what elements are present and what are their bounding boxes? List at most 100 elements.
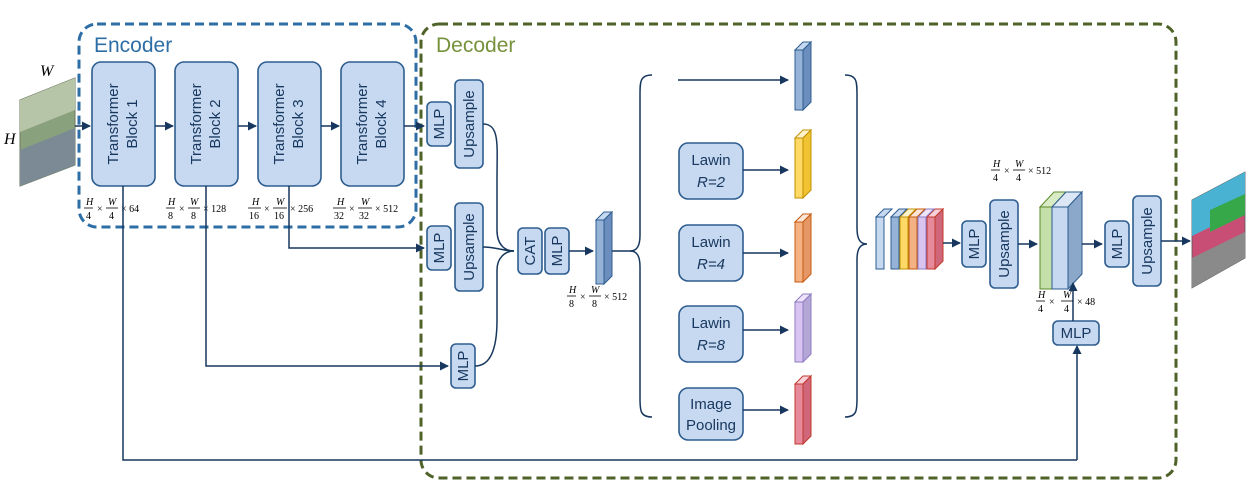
svg-text:8: 8 [168, 211, 173, 222]
transformer-block-2-line1: Transformer [188, 83, 205, 164]
transformer-block-1: Transformer Block 1 [91, 61, 156, 187]
lawin-r8-box: Lawin R=8 [678, 305, 744, 363]
svg-text:4: 4 [1064, 304, 1069, 315]
svg-text:4: 4 [109, 211, 114, 222]
svg-text:MLP: MLP [966, 229, 983, 260]
transformer-block-3: Transformer Block 3 [257, 61, 322, 187]
encoder-title: Encoder [94, 34, 172, 57]
svg-text:W: W [1063, 290, 1073, 301]
svg-text:H: H [85, 197, 94, 208]
svg-text:× 512: × 512 [375, 204, 398, 215]
mlp-box-stage3: MLP [426, 225, 452, 271]
svg-text:MLP: MLP [1109, 229, 1126, 260]
image-pooling-box: Image Pooling [678, 387, 744, 441]
merge-curve-upper [482, 123, 515, 252]
svg-text:H: H [167, 197, 176, 208]
mlp-box-lowlevel: MLP [1052, 320, 1100, 346]
transformer-block-4-line2: Block 4 [373, 99, 390, 148]
svg-text:16: 16 [274, 211, 284, 222]
svg-text:8: 8 [191, 211, 196, 222]
svg-text:×: × [1049, 297, 1055, 308]
svg-text:Upsample: Upsample [996, 210, 1013, 278]
svg-text:H: H [336, 197, 345, 208]
svg-text:W: W [190, 197, 200, 208]
upsample-box-fuse: Upsample [989, 199, 1019, 289]
svg-text:×: × [1004, 166, 1010, 177]
decoder-title: Decoder [436, 34, 515, 57]
svg-text:4: 4 [993, 173, 998, 184]
upsample-box-final: Upsample [1132, 195, 1162, 287]
svg-text:×: × [264, 204, 270, 215]
svg-text:MLP: MLP [549, 236, 566, 267]
svg-text:Lawin: Lawin [691, 315, 730, 332]
svg-text:MLP: MLP [431, 233, 448, 264]
svg-text:32: 32 [334, 211, 344, 222]
upsample-box-stage3: Upsample [454, 202, 484, 292]
svg-text:× 64: × 64 [121, 204, 139, 215]
svg-text:× 512: × 512 [604, 292, 627, 303]
svg-text:32: 32 [359, 211, 369, 222]
transformer-block-1-line1: Transformer [105, 83, 122, 164]
lawin-r2-box: Lawin R=2 [678, 142, 744, 200]
svg-text:CAT: CAT [522, 237, 539, 266]
svg-text:R=4: R=4 [697, 256, 725, 273]
upsample-box-stage4: Upsample [454, 79, 484, 169]
svg-text:W: W [591, 285, 601, 296]
dim-label-block-1: H 4 × W 4 × 64 [84, 197, 139, 222]
svg-text:W: W [276, 197, 286, 208]
svg-text:4: 4 [86, 211, 91, 222]
svg-text:Lawin: Lawin [691, 152, 730, 169]
svg-text:H: H [568, 285, 577, 296]
feature-map-cat [594, 210, 614, 286]
svg-text:× 512: × 512 [1028, 166, 1051, 177]
dim-label-block-3: H 16 × W 16 × 256 [248, 197, 313, 222]
mlp-box-cat: MLP [544, 227, 570, 275]
svg-text:×: × [179, 204, 185, 215]
dim-label-block-4: H 32 × W 32 × 512 [333, 197, 398, 222]
input-width-label: W [40, 63, 55, 80]
transformer-block-1-line2: Block 1 [124, 99, 141, 148]
svg-text:MLP: MLP [1061, 325, 1092, 342]
svg-text:H: H [1037, 290, 1046, 301]
dim-label-lowlevel: H 4 × W 4 × 48 [1036, 290, 1095, 315]
mlp-box-fuse: MLP [961, 220, 987, 268]
svg-text:H: H [251, 197, 260, 208]
dim-label-block-2: H 8 × W 8 × 128 [166, 197, 226, 222]
svg-text:R=2: R=2 [697, 174, 726, 191]
arrow-block2-to-mlp [205, 186, 449, 371]
transformer-block-4-line1: Transformer [354, 83, 371, 164]
transformer-block-2-line2: Block 2 [207, 99, 224, 148]
mlp-box-stage4: MLP [426, 101, 452, 147]
transformer-block-4: Transformer Block 4 [340, 61, 405, 187]
input-height-label: H [3, 131, 17, 148]
input-image [19, 77, 76, 187]
feature-map-lawin-r8 [793, 292, 813, 364]
arrow-block3-to-mlp [288, 186, 425, 253]
svg-text:W: W [1015, 159, 1025, 170]
mlp-box-stage2: MLP [450, 343, 476, 389]
concatenated-feature-stack [874, 207, 945, 271]
transformer-block-3-line2: Block 3 [290, 99, 307, 148]
feature-map-identity [793, 40, 813, 112]
svg-text:W: W [361, 197, 371, 208]
left-brace [629, 74, 653, 418]
svg-text:Image: Image [690, 396, 732, 413]
svg-text:W: W [108, 197, 118, 208]
svg-text:Lawin: Lawin [691, 234, 730, 251]
svg-text:×: × [349, 204, 355, 215]
svg-text:Pooling: Pooling [686, 417, 736, 434]
line-block1-lowlevel [122, 186, 1077, 461]
svg-text:×: × [580, 292, 586, 303]
dim-label-top: H 4 × W 4 × 512 [991, 159, 1051, 184]
merge-curve-middle [482, 246, 515, 252]
svg-text:Upsample: Upsample [461, 213, 478, 281]
svg-text:MLP: MLP [431, 109, 448, 140]
transformer-block-2: Transformer Block 2 [174, 61, 239, 187]
feature-map-pooling [793, 374, 813, 446]
output-segmentation-map [1191, 171, 1246, 289]
svg-text:8: 8 [569, 299, 574, 310]
final-concat-feature [1038, 190, 1084, 291]
cat-box: CAT [517, 227, 543, 275]
dim-label-cat: H 8 × W 8 × 512 [567, 285, 627, 310]
transformer-block-3-line1: Transformer [271, 83, 288, 164]
